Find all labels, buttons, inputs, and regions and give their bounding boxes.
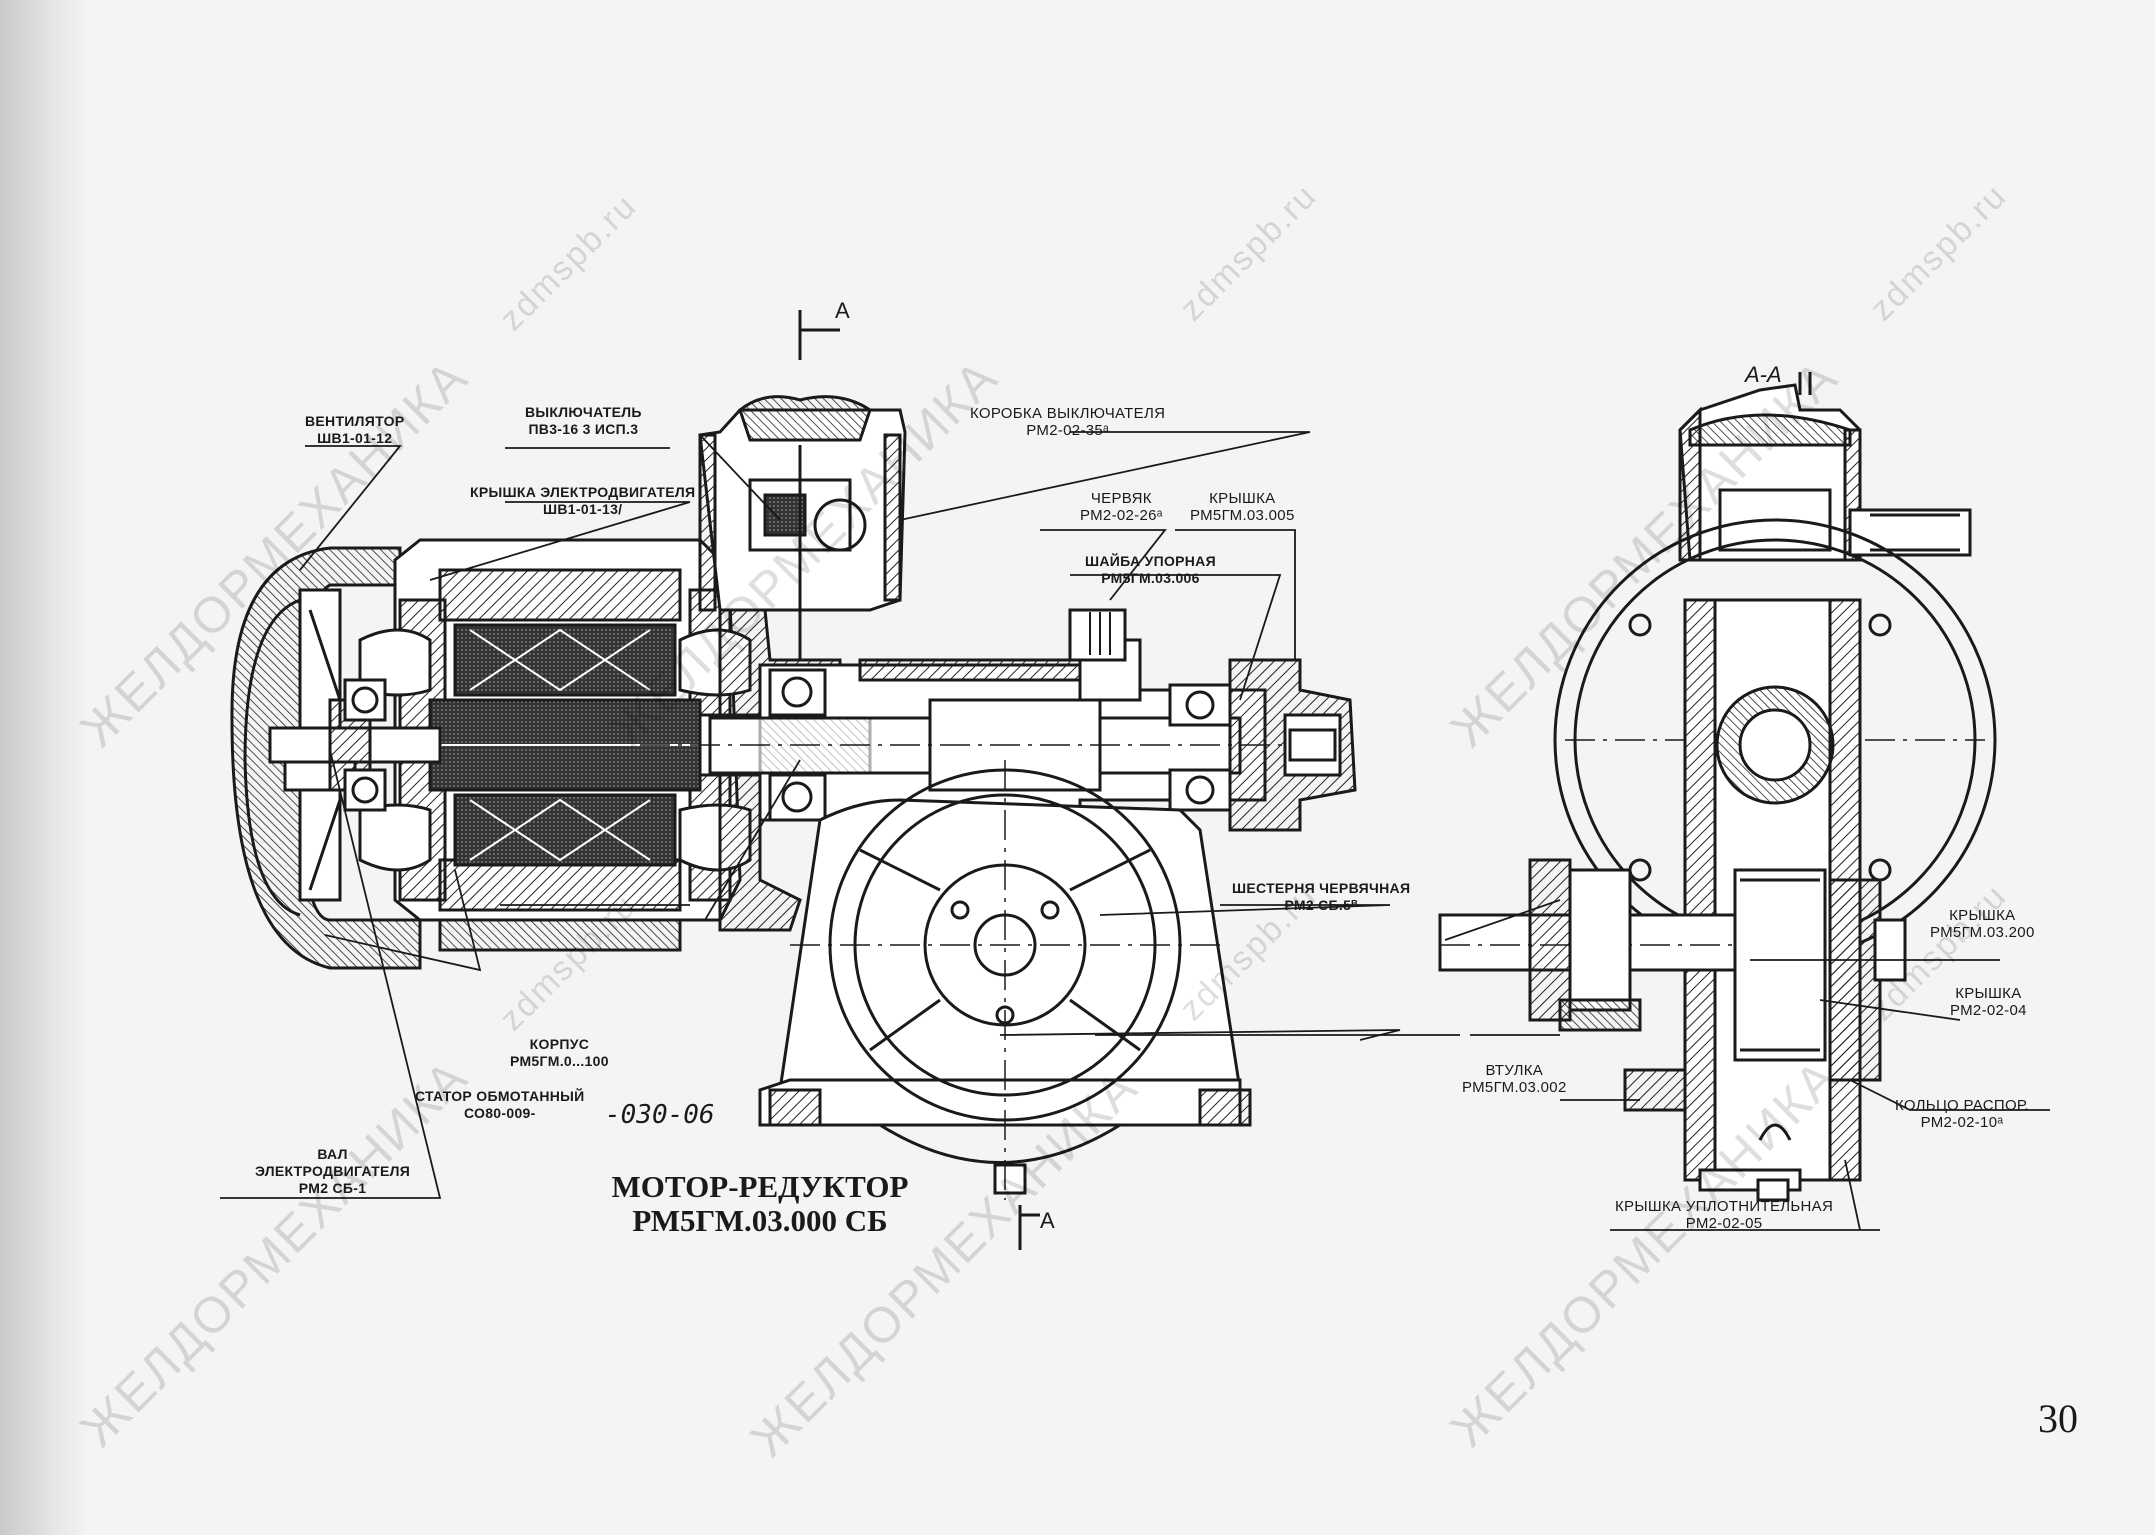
section-view-label: А-А (1745, 362, 1782, 387)
worm-bearings (768, 668, 1232, 822)
worm-gear (790, 760, 1220, 1200)
bearing-left (343, 678, 387, 812)
section-aa-view (1438, 372, 1997, 1202)
section-mark-top: А (835, 298, 850, 323)
section-lines (798, 310, 1040, 1250)
end-cover (1228, 658, 1357, 832)
page-number: 30 (2038, 1396, 2078, 1441)
handwritten-note: -030-06 (605, 1100, 715, 1130)
page-edge-shadow (0, 0, 90, 1535)
switch-box (698, 395, 907, 660)
leader-lines (220, 431, 2050, 1231)
section-mark-bottom: А (1040, 1208, 1055, 1233)
label-spacer-ring: КОЛЬЦО РАСПОР.РМ2-02-10ᵃ (1895, 1097, 2029, 1131)
